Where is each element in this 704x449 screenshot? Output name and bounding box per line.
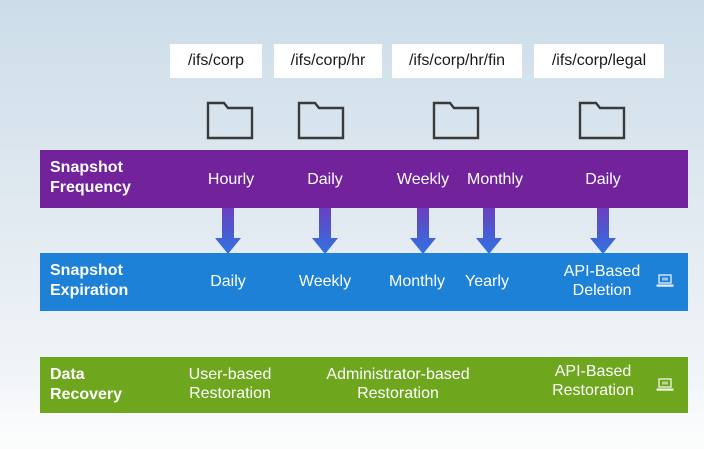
folder-icon — [297, 101, 345, 140]
recovery-api-based: API-Based Restoration — [552, 362, 634, 400]
path-label-corp: /ifs/corp — [170, 44, 262, 78]
frequency-item: Monthly — [466, 171, 524, 188]
frequency-band-title: Snapshot Frequency — [50, 158, 131, 198]
down-arrow-icon — [590, 208, 616, 254]
recovery-user-line1: User-based — [188, 366, 272, 383]
frequency-title-line2: Frequency — [50, 179, 131, 196]
path-label-legal: /ifs/corp/legal — [534, 44, 664, 78]
snapshot-expiration-band: Snapshot Expiration Daily Weekly Monthly… — [40, 253, 688, 311]
folder-icon — [578, 101, 626, 140]
recovery-admin-line2: Restoration — [357, 385, 439, 402]
down-arrow-icon — [312, 208, 338, 254]
expiration-api-deletion: API-Based Deletion — [564, 262, 640, 300]
recovery-title-line2: Recovery — [50, 386, 123, 403]
path-label-hr: /ifs/corp/hr — [274, 44, 382, 78]
data-recovery-band: Data Recovery User-based Restoration Adm… — [40, 357, 688, 413]
down-arrow-icon — [476, 208, 502, 254]
folder-icon — [206, 101, 254, 140]
snapshot-frequency-band: Snapshot Frequency Hourly Daily Weekly M… — [40, 150, 688, 208]
expiration-item: Weekly — [298, 273, 352, 290]
frequency-item: Weekly — [396, 171, 450, 188]
expiration-api-line1: API-Based — [563, 263, 641, 280]
down-arrow-icon — [215, 208, 241, 254]
expiration-item: Yearly — [465, 273, 509, 290]
expiration-api-line2: Deletion — [572, 282, 632, 299]
recovery-user-based: User-based Restoration — [189, 365, 272, 403]
folder-icon — [432, 101, 480, 140]
frequency-item: Daily — [307, 171, 343, 188]
recovery-title-line1: Data — [50, 366, 85, 383]
expiration-item: Daily — [210, 273, 246, 290]
frequency-item: Daily — [585, 171, 621, 188]
expiration-title-line1: Snapshot — [50, 262, 123, 279]
path-label-fin: /ifs/corp/hr/fin — [392, 44, 522, 78]
down-arrow-icon — [410, 208, 436, 254]
expiration-title-line2: Expiration — [50, 282, 129, 299]
recovery-band-title: Data Recovery — [50, 365, 122, 405]
recovery-admin-based: Administrator-based Restoration — [326, 365, 469, 403]
recovery-api-line1: API-Based — [554, 363, 632, 380]
recovery-api-line2: Restoration — [552, 382, 634, 399]
frequency-item: Hourly — [207, 171, 255, 188]
expiration-item: Monthly — [388, 273, 446, 290]
laptop-icon — [656, 274, 674, 287]
recovery-admin-line1: Administrator-based — [326, 366, 470, 383]
frequency-title-line1: Snapshot — [50, 159, 123, 176]
expiration-band-title: Snapshot Expiration — [50, 261, 128, 301]
laptop-icon — [656, 378, 674, 391]
recovery-user-line2: Restoration — [189, 385, 271, 402]
